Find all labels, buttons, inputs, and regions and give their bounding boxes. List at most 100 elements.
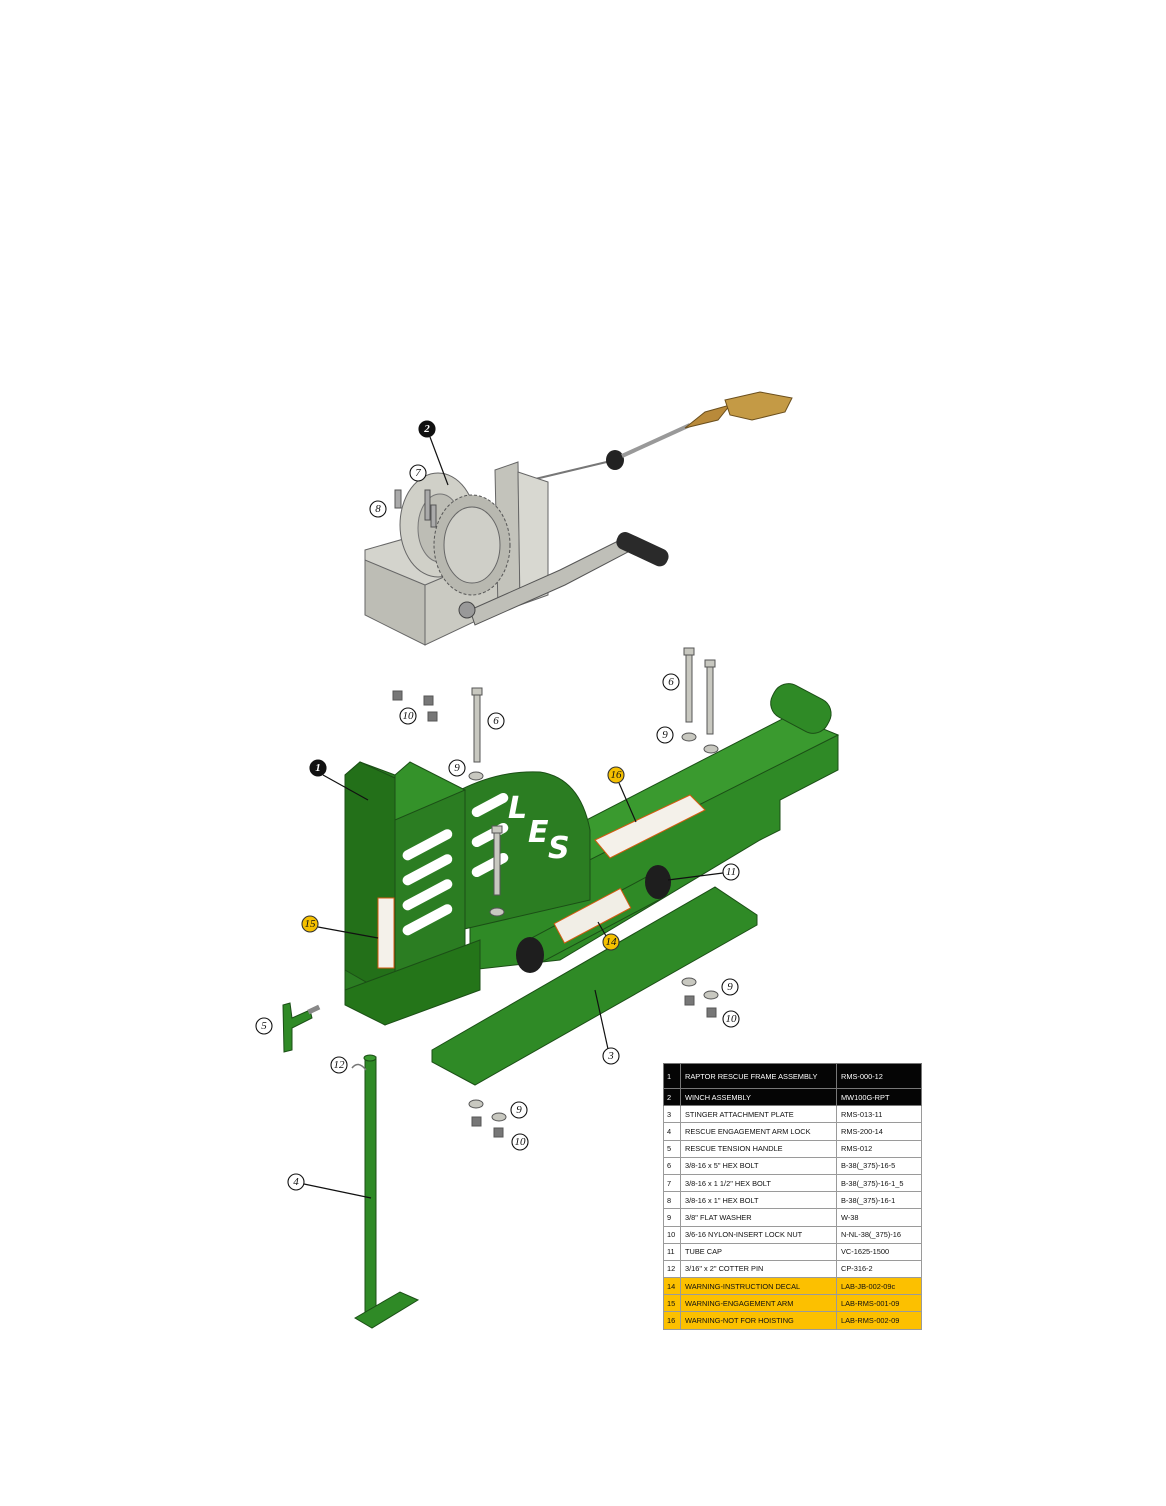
svg-text:7: 7 <box>415 467 421 479</box>
svg-text:1: 1 <box>315 762 321 774</box>
item-description: 3/6-16 NYLON-INSERT LOCK NUT <box>680 1225 837 1244</box>
washer <box>468 771 484 781</box>
svg-text:9: 9 <box>516 1104 522 1116</box>
tube-cap-left <box>516 937 544 973</box>
item-number: 6 <box>663 1156 681 1175</box>
item-description: 3/8-16 x 1 1/2" HEX BOLT <box>680 1173 837 1193</box>
part-number: W-38 <box>836 1208 922 1227</box>
svg-text:12: 12 <box>334 1059 346 1071</box>
item-number: 3 <box>663 1105 681 1124</box>
callout-8: 8 <box>369 500 387 518</box>
callout-7: 7 <box>409 464 427 482</box>
svg-text:16: 16 <box>611 769 623 781</box>
svg-text:10: 10 <box>726 1013 738 1025</box>
callout-9: 9 <box>510 1101 528 1119</box>
callout-10: 10 <box>722 1010 740 1028</box>
item-number: 16 <box>663 1311 681 1330</box>
bolt-6 <box>473 691 481 763</box>
item-number: 2 <box>663 1087 681 1107</box>
svg-text:5: 5 <box>261 1020 267 1032</box>
callout-4: 4 <box>287 1173 305 1191</box>
svg-text:9: 9 <box>727 981 733 993</box>
part-number: B-38(_375)-16-1 <box>836 1191 922 1210</box>
callout-5: 5 <box>255 1017 273 1035</box>
callout-12: 12 <box>330 1056 348 1074</box>
callout-15: 15 <box>301 915 319 933</box>
callout-10: 10 <box>511 1133 529 1151</box>
stinger-attachment-plate <box>431 886 758 1086</box>
part-number: LAB-RMS-001-09 <box>836 1294 922 1313</box>
item-description: RESCUE TENSION HANDLE <box>680 1139 837 1158</box>
callout-2: 2 <box>418 420 436 438</box>
callout-9: 9 <box>656 726 674 744</box>
rescue-frame: L E S <box>344 683 840 1026</box>
callout-14: 14 <box>602 933 620 951</box>
part-number: RMS-013-11 <box>836 1105 922 1124</box>
item-description: RESCUE ENGAGEMENT ARM LOCK <box>680 1122 837 1141</box>
item-description: WARNING-NOT FOR HOISTING <box>680 1311 837 1330</box>
item-number: 14 <box>663 1277 681 1296</box>
part-number: N-NL-38(_375)-16 <box>836 1225 922 1244</box>
callout-16: 16 <box>607 766 625 784</box>
decal-15 <box>377 897 395 969</box>
lock-nut <box>392 690 403 701</box>
cotter-pin <box>351 1063 367 1071</box>
item-number: 7 <box>663 1173 681 1193</box>
part-number: B-38(_375)-16-5 <box>836 1156 922 1175</box>
part-number: LAB-JB-002-09c <box>836 1277 922 1296</box>
end-tube <box>770 683 832 734</box>
svg-text:E: E <box>528 815 549 850</box>
rescue-tension-handle <box>282 1002 313 1053</box>
svg-text:14: 14 <box>606 936 618 948</box>
part-number: B-38(_375)-16-1_5 <box>836 1173 922 1193</box>
svg-text:15: 15 <box>305 918 317 930</box>
callout-9: 9 <box>721 978 739 996</box>
item-number: 12 <box>663 1259 681 1279</box>
item-description: WINCH ASSEMBLY <box>680 1087 837 1107</box>
svg-text:11: 11 <box>726 866 736 878</box>
item-description: 3/8-16 x 5" HEX BOLT <box>680 1156 837 1175</box>
callout-10: 10 <box>399 707 417 725</box>
svg-text:2: 2 <box>423 423 430 435</box>
item-number: 5 <box>663 1139 681 1158</box>
callout-11: 11 <box>722 863 740 881</box>
part-number: MW100G-RPT <box>836 1087 922 1107</box>
winch-assembly <box>364 391 793 646</box>
decal-16 <box>594 794 706 859</box>
item-number: 9 <box>663 1208 681 1227</box>
hardware <box>392 647 719 1138</box>
item-description: 3/8-16 x 1" HEX BOLT <box>680 1191 837 1210</box>
callout-3: 3 <box>602 1047 620 1065</box>
item-description: TUBE CAP <box>680 1242 837 1261</box>
logo-letter-l: L <box>508 791 527 826</box>
item-number: 15 <box>663 1294 681 1313</box>
svg-text:S: S <box>548 831 570 866</box>
item-number: 8 <box>663 1191 681 1210</box>
part-number: RMS-200-14 <box>836 1122 922 1141</box>
svg-text:10: 10 <box>515 1136 527 1148</box>
svg-text:6: 6 <box>668 676 674 688</box>
callout-9: 9 <box>448 759 466 777</box>
rescue-engagement-arm-lock <box>351 1054 420 1329</box>
item-description: WARNING-ENGAGEMENT ARM <box>680 1294 837 1313</box>
svg-text:10: 10 <box>403 710 415 722</box>
callout-6: 6 <box>662 673 680 691</box>
svg-text:6: 6 <box>493 715 499 727</box>
part-number: LAB-RMS-002-09 <box>836 1311 922 1330</box>
snap-hook <box>684 404 732 429</box>
part-number: CP-316-2 <box>836 1259 922 1279</box>
cable-stopper <box>606 450 624 470</box>
